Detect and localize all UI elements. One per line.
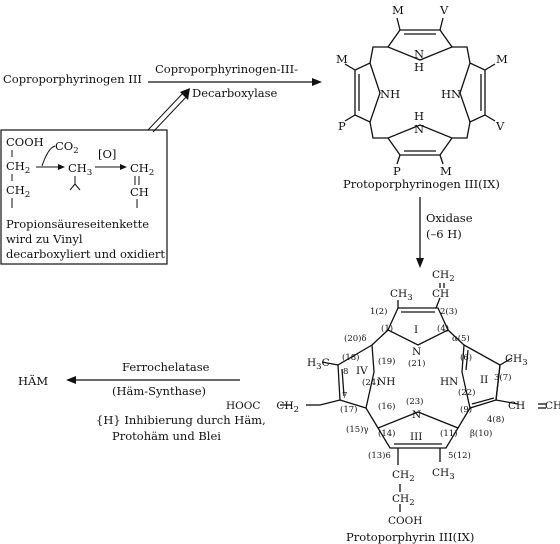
nh-left: NH xyxy=(380,87,400,101)
subst-M-bottom-right: M xyxy=(440,164,452,178)
box-ch2-a: CH2 xyxy=(6,159,30,176)
ring-III-label: III xyxy=(410,431,422,443)
arrowhead xyxy=(58,164,65,170)
subst-P-left-bottom: P xyxy=(338,119,346,133)
nh-top-H: H xyxy=(414,60,424,74)
pos-14: (14) xyxy=(378,428,395,439)
pos-7: 7 xyxy=(342,391,347,401)
enzyme-label-line2: Decarboxylase xyxy=(192,86,278,100)
enzyme-label-line1: Coproporphyrinogen-III- xyxy=(155,62,298,76)
nh-bottom-N: N xyxy=(414,122,424,136)
nh-bottom-H: H xyxy=(414,109,424,123)
curved-arrow xyxy=(41,145,56,167)
inhibition-line-1: {H} Inhibierung durch Häm, xyxy=(96,413,266,427)
n21: N xyxy=(412,346,421,358)
box-cooh: COOH xyxy=(6,135,44,149)
ch-top: CH xyxy=(432,288,449,300)
ring-I-label: I xyxy=(414,324,418,336)
ferrochelatase-label: Ferrochelatase xyxy=(122,360,210,374)
nh-top-N: N xyxy=(414,47,424,61)
n22-num: (22) xyxy=(458,387,475,398)
gamma-pos: (15)γ xyxy=(346,424,369,435)
vinyl-right: CH xyxy=(508,400,525,412)
ch3-ring-III: CH3 xyxy=(432,467,455,482)
pos-19: (19) xyxy=(378,356,395,367)
box-connector-line-a xyxy=(147,91,185,131)
box-connector-line-b xyxy=(152,94,189,133)
box-caption-1: Propionsäureseitenkette xyxy=(6,217,149,231)
arrowhead xyxy=(120,164,127,170)
box-co2: CO2 xyxy=(55,139,79,156)
haem-label: HÄM xyxy=(18,374,48,388)
box-oxidant: [O] xyxy=(98,147,116,161)
pos-6: (6) xyxy=(460,352,472,363)
pos-13: (13)6 xyxy=(368,450,391,461)
pos-2: 2(3) xyxy=(440,306,457,317)
oxidase-arrowhead xyxy=(416,258,424,268)
ch2-prop-1: CH2 xyxy=(392,469,415,484)
pos-17: (17) xyxy=(340,404,357,415)
pos-11: (11) xyxy=(440,428,457,439)
ferrochelatase-arrowhead xyxy=(66,376,76,384)
hn22: HN xyxy=(440,376,458,388)
pos-4b: 4(8) xyxy=(487,414,504,425)
protoporphyrin-label: Protoporphyrin III(IX) xyxy=(346,530,474,544)
pos-12: 5(12) xyxy=(448,450,471,461)
subst-M-left-top: M xyxy=(336,52,348,66)
mechanism-box xyxy=(0,129,168,265)
protoporphyrinogen-structure xyxy=(344,17,496,165)
oxidase-label-2: (–6 H) xyxy=(426,227,462,241)
ch2-prop-2: CH2 xyxy=(392,493,415,508)
pos-16: (16) xyxy=(378,401,395,412)
box-ch2-b: CH2 xyxy=(6,183,30,200)
ch2-top: CH2 xyxy=(432,269,455,284)
subst-V-top-right: V xyxy=(439,3,449,17)
protoporphyrin-structure xyxy=(280,283,546,512)
haem-synthase-label: (Häm-Synthase) xyxy=(112,384,206,398)
h3c-left: H3C xyxy=(307,357,330,372)
subst-M-top-left: M xyxy=(392,3,404,17)
box-caption-3: decarboxyliert und oxidiert xyxy=(6,247,165,261)
bond xyxy=(69,183,81,191)
n21-num: (21) xyxy=(408,358,425,369)
n24-num: (24) xyxy=(362,377,379,388)
pos-1: 1(2) xyxy=(370,306,387,317)
subst-V-right-bottom: V xyxy=(495,119,505,133)
inhibition-line-2: Protohäm und Blei xyxy=(112,429,221,443)
nh24: NH xyxy=(377,376,395,388)
pos-18: (18) xyxy=(342,352,359,363)
vinyl-right-ch2: CH2 xyxy=(545,400,560,415)
protoporphyrinogen-label: Protoporphyrinogen III(IX) xyxy=(343,177,500,191)
subst-P-bottom-left: P xyxy=(393,164,401,178)
pos-1b: (1) xyxy=(381,323,393,334)
pos-9: (9) xyxy=(460,404,472,415)
pos-3: 3(7) xyxy=(494,372,511,383)
oxidase-label-1: Oxidase xyxy=(426,211,473,225)
ring-II-label: II xyxy=(480,374,488,386)
n23-num: (23) xyxy=(406,396,423,407)
box-ch: CH xyxy=(130,185,149,199)
ring-IV-label: IV xyxy=(356,365,368,377)
delta-pos: (20)δ xyxy=(344,333,367,344)
pos-8: 8 xyxy=(343,367,348,377)
alpha-pos: α(5) xyxy=(452,333,470,344)
subst-M-right-top: M xyxy=(496,52,508,66)
n23: N xyxy=(412,409,421,421)
box-ch2-c: CH2 xyxy=(130,161,154,178)
cooh-bottom: COOH xyxy=(388,515,422,527)
substrate-label: Coproporphyrinogen III xyxy=(3,72,142,86)
box-ch3: CH3 xyxy=(68,161,92,178)
beta-pos: β(10) xyxy=(470,428,492,439)
ch3-ring-I: CH3 xyxy=(390,288,413,303)
box-caption-2: wird zu Vinyl xyxy=(6,232,83,246)
pos-4: (4) xyxy=(437,323,449,334)
ch3-ring-II: CH3 xyxy=(505,353,528,368)
decarboxylase-arrowhead xyxy=(312,78,322,86)
nh-right: HN xyxy=(441,87,461,101)
box-connector-arrowhead xyxy=(180,88,190,100)
